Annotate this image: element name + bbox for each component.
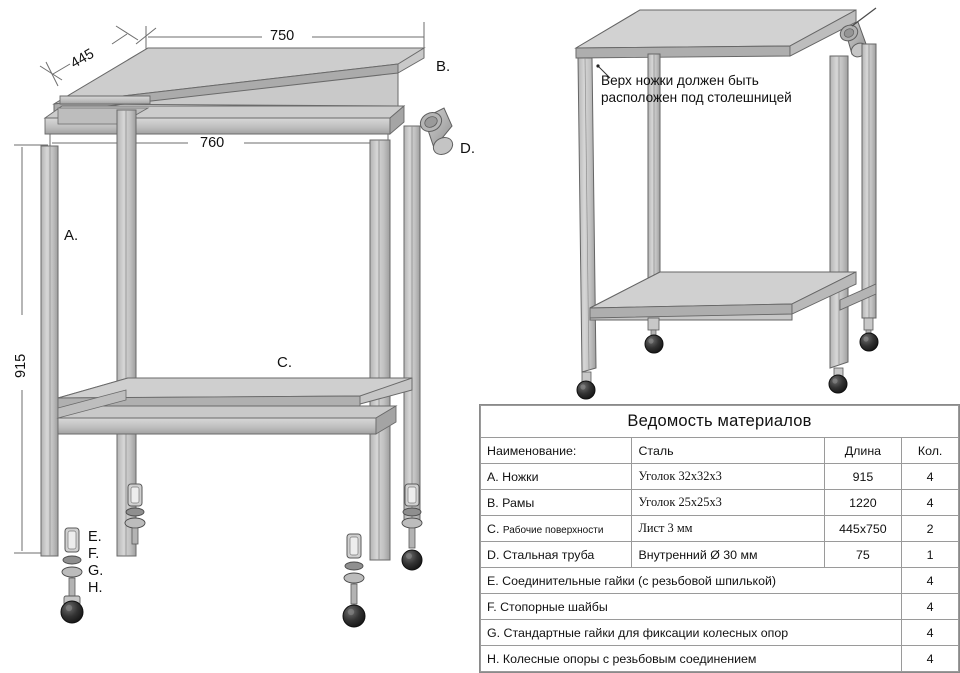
casters-iso bbox=[576, 317, 879, 400]
bom-cell-name: A. Ножки bbox=[479, 463, 633, 490]
bom-row-name: Ножки bbox=[502, 469, 539, 484]
callout-coupling-nut: E. bbox=[88, 529, 102, 545]
bom-cell-qty: 4 bbox=[901, 593, 959, 620]
note-line-1: Верх ножки должен быть bbox=[601, 73, 759, 88]
table-row: E. Соединительные гайки (с резьбовой шпи… bbox=[479, 567, 959, 594]
bom-cell-steel: Уголок 32х32х3 bbox=[631, 463, 825, 490]
drawing-canvas: 750 445 760 915 A. B. C. D. E. F. G. H. … bbox=[13, 7, 960, 673]
bom-cell-length: 915 bbox=[823, 463, 903, 490]
note-leader-line bbox=[596, 64, 611, 79]
table-row: A. Ножки Уголок 32х32х3 915 4 bbox=[479, 463, 959, 490]
bom-cell-steel: Лист 3 мм bbox=[631, 515, 825, 542]
bom-header-length: Длина bbox=[823, 437, 903, 464]
bill-of-materials: Ведомость материалов Наименование: Сталь… bbox=[479, 404, 960, 673]
caster-assembly-rear bbox=[401, 483, 423, 571]
bom-cell-steel: Внутренний Ø 30 мм bbox=[631, 541, 825, 568]
bom-header-steel: Сталь bbox=[631, 437, 825, 464]
table-row: F. Стопорные шайбы 4 bbox=[479, 593, 959, 620]
top-work-surface bbox=[52, 47, 426, 113]
bom-cell-qty: 1 bbox=[901, 541, 959, 568]
bom-cell-length: 445х750 bbox=[823, 515, 903, 542]
bom-row-letter: H. bbox=[487, 651, 500, 666]
bom-row-letter: F. bbox=[487, 599, 497, 614]
table-row: B. Рамы Уголок 25х25х3 1220 4 bbox=[479, 489, 959, 516]
bom-cell-length: 75 bbox=[823, 541, 903, 568]
bom-cell-qty: 2 bbox=[901, 515, 959, 542]
bom-row-letter: B. bbox=[487, 495, 499, 510]
table-row: G. Стандартные гайки для фиксации колесн… bbox=[479, 619, 959, 646]
callout-lock-washer: F. bbox=[88, 546, 100, 562]
lower-frame-rails bbox=[56, 389, 398, 435]
caster-assembly-right bbox=[342, 533, 366, 628]
table-row: H. Колесные опоры с резьбовым соединение… bbox=[479, 645, 959, 672]
callout-steel-pipe: D. bbox=[460, 140, 475, 157]
callout-caster: H. bbox=[88, 580, 103, 596]
bom-row-name: Рамы bbox=[502, 495, 535, 510]
table-row: C. Рабочие поверхности Лист 3 мм 445х750… bbox=[479, 515, 959, 542]
bom-cell-qty: 4 bbox=[901, 645, 959, 672]
steel-pipe-part bbox=[419, 107, 454, 155]
bom-cell-length: 1220 bbox=[823, 489, 903, 516]
dim-915-line bbox=[14, 144, 48, 554]
bom-cell-name: H. Колесные опоры с резьбовым соединение… bbox=[479, 645, 903, 672]
table-row: D. Стальная труба Внутренний Ø 30 мм 75 … bbox=[479, 541, 959, 568]
bom-cell-qty: 4 bbox=[901, 619, 959, 646]
bom-cell-qty: 4 bbox=[901, 489, 959, 516]
bom-title-row: Ведомость материалов bbox=[480, 405, 959, 438]
bom-header-name: Наименование: bbox=[479, 437, 633, 464]
bom-cell-name: E. Соединительные гайки (с резьбовой шпи… bbox=[479, 567, 903, 594]
bom-row-name: Рабочие поверхности bbox=[502, 524, 604, 536]
dim-445-line bbox=[39, 25, 139, 87]
bom-row-name: Соединительные гайки (с резьбовой шпильк… bbox=[502, 573, 777, 588]
dim-760-label: 760 bbox=[200, 135, 225, 151]
note-line-2: расположен под столешницей bbox=[601, 90, 792, 105]
technical-drawing-svg bbox=[14, 7, 879, 628]
bom-header-qty: Кол. bbox=[901, 437, 959, 464]
lower-shelf bbox=[57, 377, 413, 415]
right-isometric-view bbox=[574, 7, 879, 400]
callout-standard-nut: G. bbox=[88, 563, 104, 579]
callout-work-surface: C. bbox=[277, 354, 292, 371]
bom-cell-name: F. Стопорные шайбы bbox=[479, 593, 903, 620]
left-exploded-view bbox=[14, 22, 454, 628]
callout-legs: A. bbox=[64, 227, 79, 244]
bom-row-name: Стопорные шайбы bbox=[500, 599, 608, 614]
bom-cell-qty: 4 bbox=[901, 463, 959, 490]
bom-cell-name: C. Рабочие поверхности bbox=[479, 515, 633, 542]
caster-assembly-left bbox=[60, 527, 84, 624]
bom-row-letter: A. bbox=[487, 469, 499, 484]
bom-cell-name: B. Рамы bbox=[479, 489, 633, 516]
bom-row-letter: D. bbox=[487, 547, 500, 562]
dim-750-line bbox=[135, 22, 425, 58]
dim-915-label: 915 bbox=[13, 353, 29, 378]
bom-title: Ведомость материалов bbox=[480, 405, 959, 438]
bom-row-name: Стандартные гайки для фиксации колесных … bbox=[503, 625, 789, 640]
bom-header-row: Наименование: Сталь Длина Кол. bbox=[479, 437, 959, 464]
bom-row-name: Стальная труба bbox=[502, 547, 595, 562]
caster-assembly-mid bbox=[124, 483, 146, 545]
bom-cell-steel: Уголок 25х25х3 bbox=[631, 489, 825, 516]
bom-row-letter: C. bbox=[487, 521, 500, 536]
bom-row-letter: E. bbox=[487, 573, 499, 588]
dim-750-label: 750 bbox=[270, 28, 295, 44]
legs-group bbox=[40, 109, 421, 561]
bom-cell-name: G. Стандартные гайки для фиксации колесн… bbox=[479, 619, 903, 646]
bom-cell-qty: 4 bbox=[901, 567, 959, 594]
bom-cell-name: D. Стальная труба bbox=[479, 541, 633, 568]
bom-row-letter: G. bbox=[487, 625, 501, 640]
bom-row-name: Колесные опоры с резьбовым соединением bbox=[502, 651, 757, 666]
callout-frames: B. bbox=[436, 58, 451, 75]
